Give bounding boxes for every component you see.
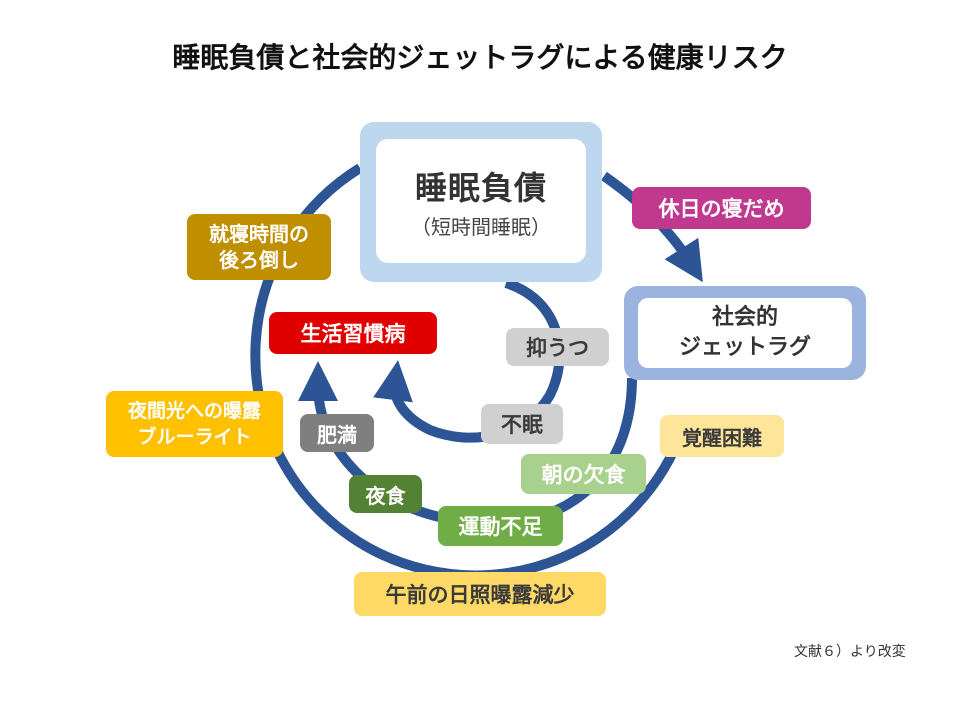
night-light-line2: ブルーライト (137, 426, 252, 448)
lifestyle-disease-node: 生活習慣病 (269, 312, 437, 354)
obesity-node: 肥満 (300, 414, 374, 452)
sleep-debt-sublabel: （短時間睡眠） (411, 214, 551, 239)
depression-node: 抑うつ (506, 328, 609, 366)
less-morning-sun-node: 午前の日照曝露減少 (354, 572, 606, 616)
delayed-bedtime-line1: 就寝時間の (209, 222, 309, 246)
night-eating-node: 夜食 (349, 475, 422, 513)
night-light-line1: 夜間光への曝露 (127, 400, 261, 422)
wake-difficulty-node: 覚醒困難 (660, 415, 784, 457)
sleep-debt-label: 睡眠負債 (414, 168, 547, 207)
weekend-catchup-node: 休日の寝だめ (632, 187, 811, 229)
sleep-debt-box: 睡眠負債 （短時間睡眠） (376, 139, 586, 263)
diagram-title: 睡眠負債と社会的ジェットラグによる健康リスク (172, 41, 788, 74)
delayed-bedtime-node: 就寝時間の 後ろ倒し (187, 214, 331, 280)
night-light-node: 夜間光への曝露 ブルーライト (106, 391, 283, 457)
insomnia-node: 不眠 (481, 404, 563, 444)
delayed-bedtime-line2: 後ろ倒し (219, 248, 299, 272)
skip-breakfast-node: 朝の欠食 (521, 454, 646, 494)
source-footnote: 文献６）より改変 (794, 644, 906, 660)
social-jetlag-label-line1: 社会的 (711, 305, 778, 330)
lack-exercise-node: 運動不足 (438, 506, 563, 546)
social-jetlag-label-line2: ジェットラグ (678, 335, 811, 360)
social-jetlag-box: 社会的 ジェットラグ (638, 298, 852, 368)
